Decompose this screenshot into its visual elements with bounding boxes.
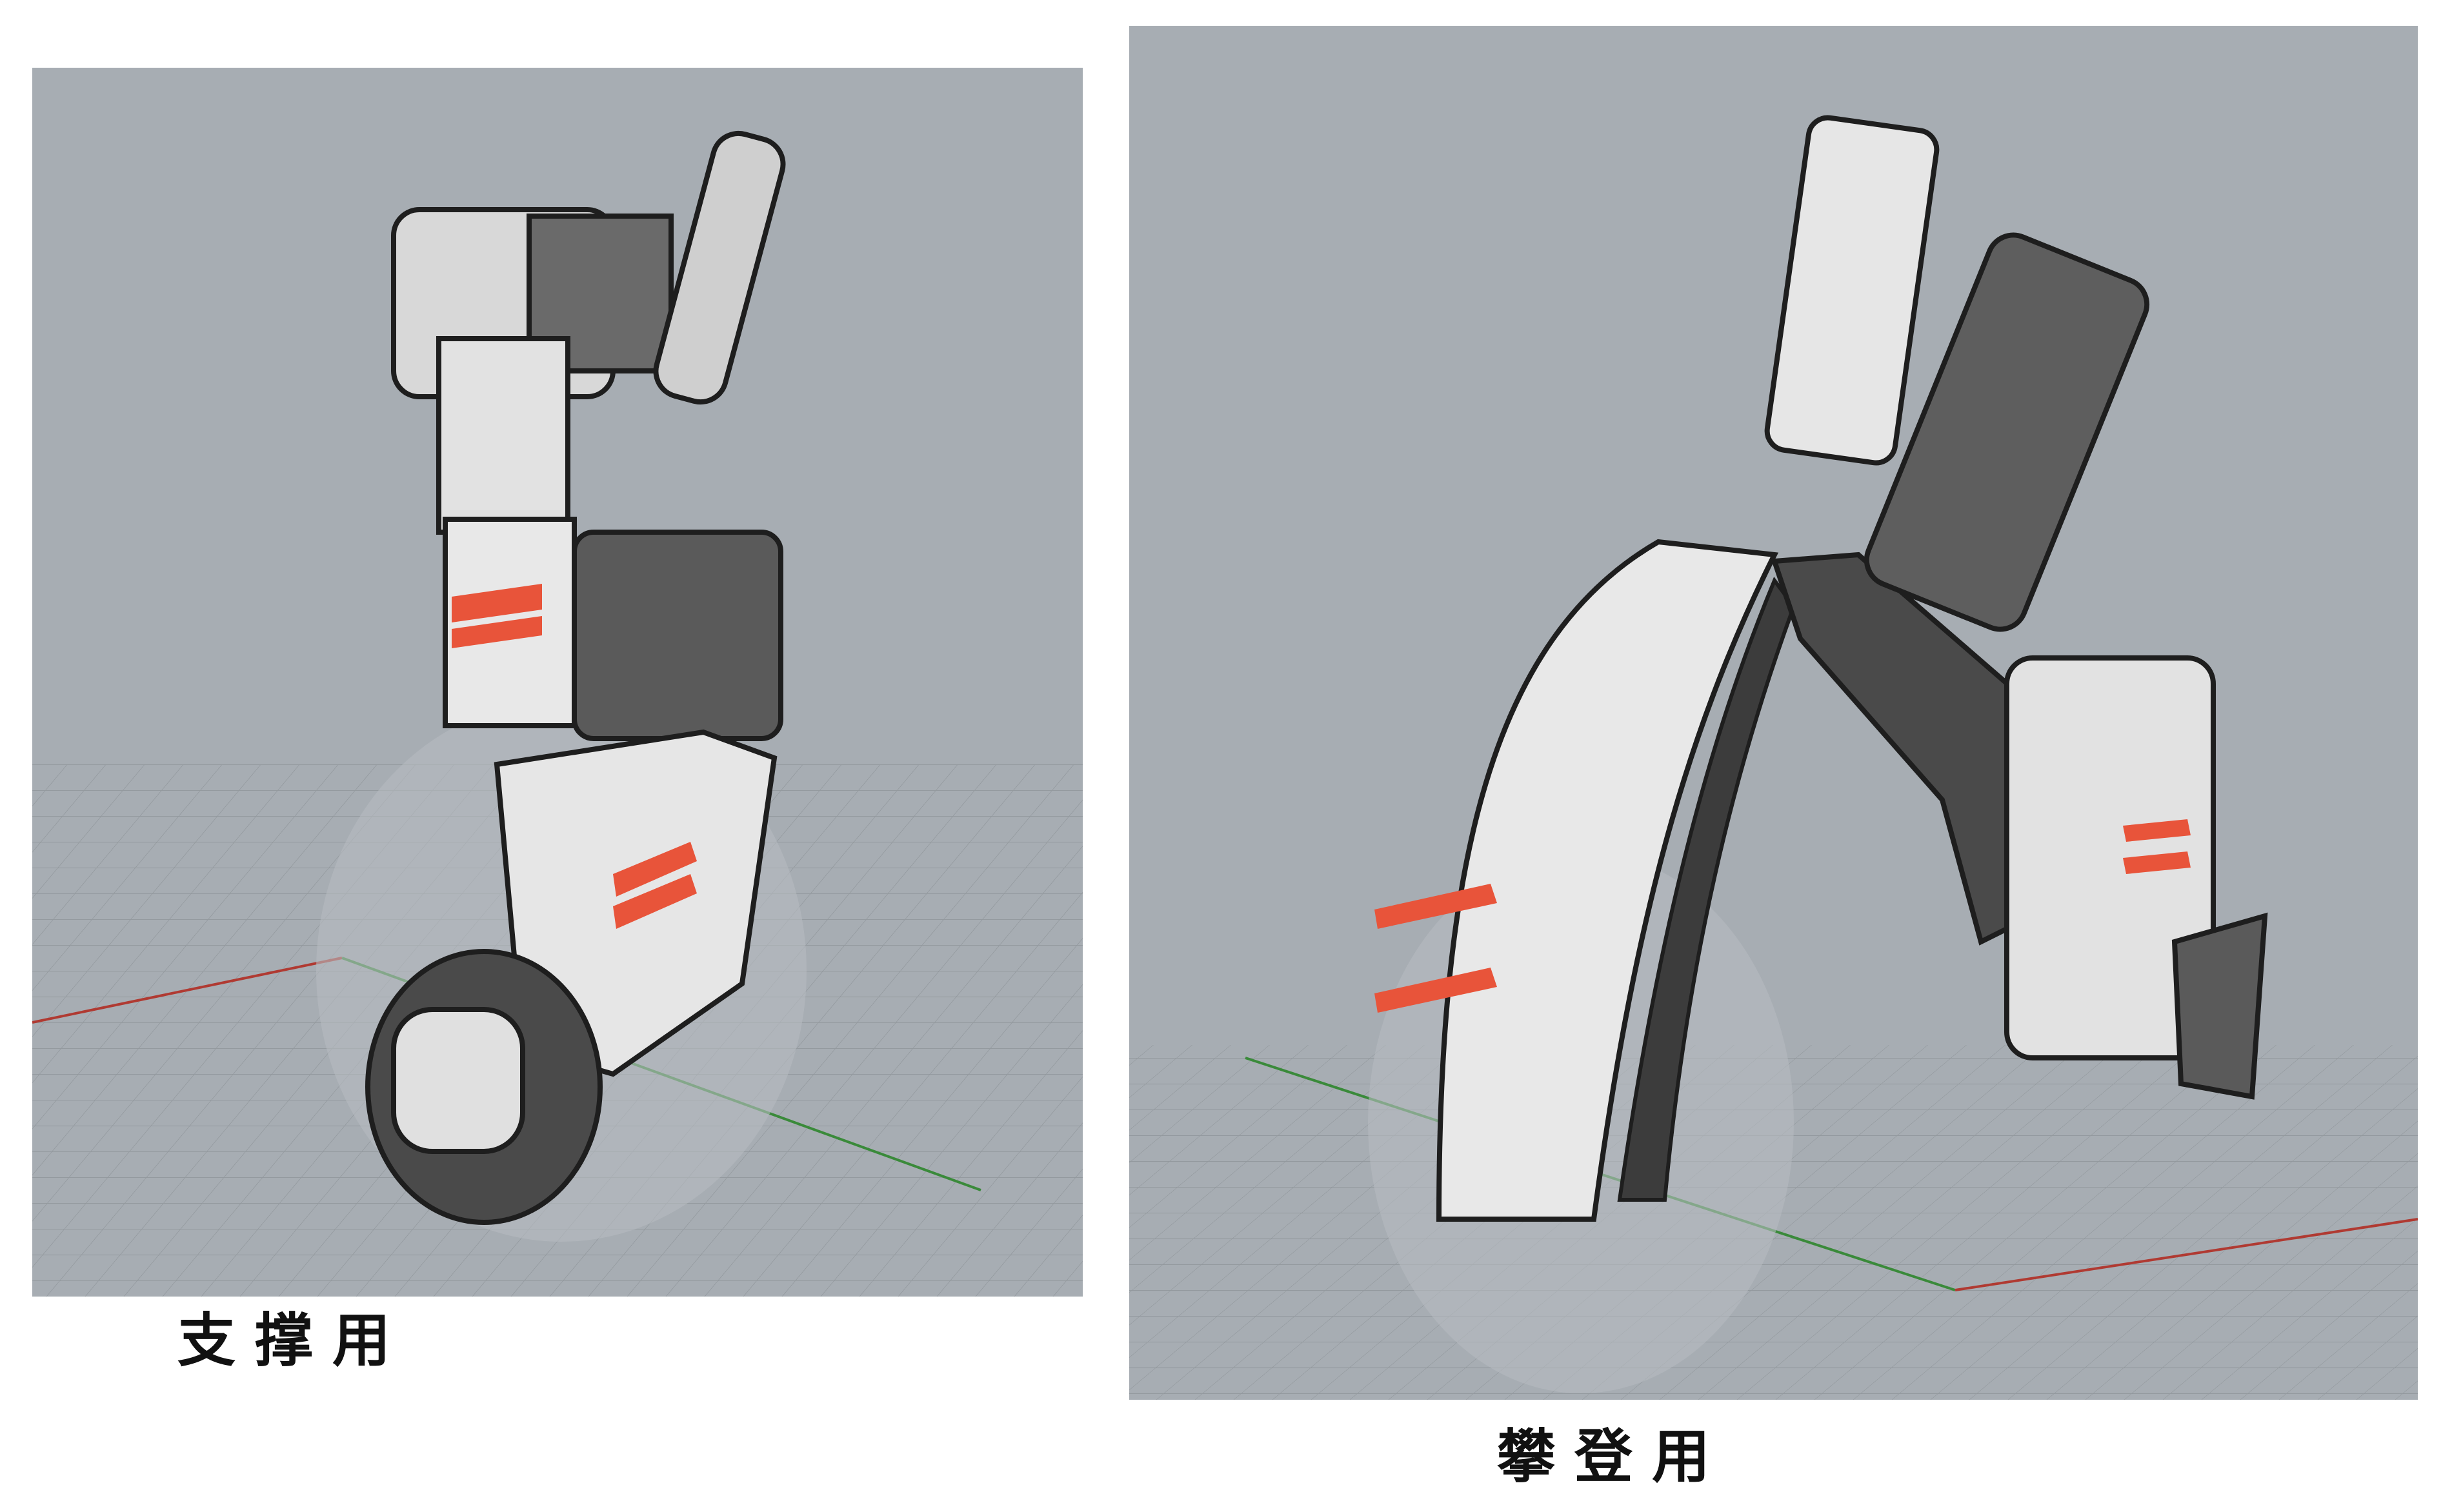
viewport-panel-climbing xyxy=(1129,26,2418,1400)
climbing-mech-arm-sketch xyxy=(1129,26,2418,1400)
caption-support: 支撑用 xyxy=(177,1307,410,1375)
caption-climbing: 攀登用 xyxy=(1497,1423,1729,1491)
viewport-panel-support xyxy=(32,68,1083,1297)
support-mech-leg-sketch xyxy=(32,68,1083,1297)
